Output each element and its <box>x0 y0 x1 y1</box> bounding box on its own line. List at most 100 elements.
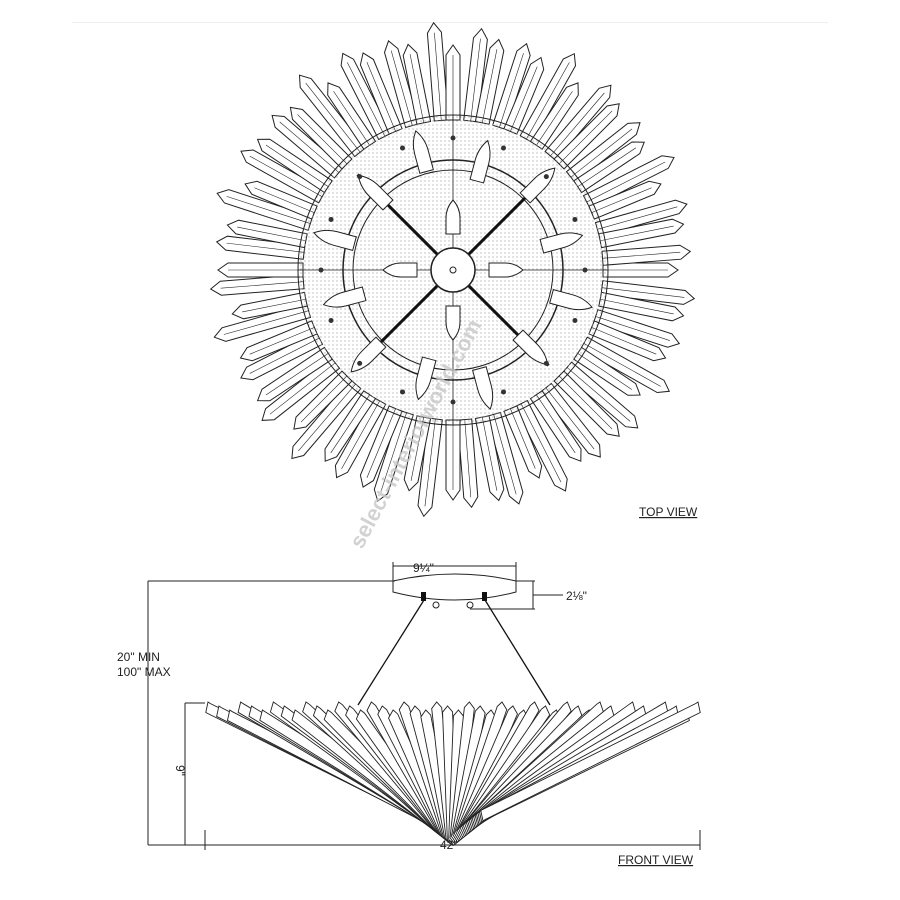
crystal-facet <box>510 66 538 132</box>
crystal-facet <box>380 412 407 492</box>
crystal-facet <box>223 310 309 335</box>
cable-clamp <box>421 592 426 601</box>
crystal-facet <box>510 408 536 469</box>
crystal-facet <box>499 53 524 128</box>
canopy-height-label: 2⅛" <box>566 589 587 603</box>
crystal-facet <box>297 114 348 165</box>
crystal-facet <box>464 419 472 498</box>
bulb-icon <box>472 366 494 410</box>
front-view-label: FRONT VIEW <box>618 853 694 867</box>
bulb-icon <box>415 356 437 401</box>
fastener <box>450 135 456 141</box>
crystal-facet <box>545 387 595 450</box>
crystal-facet <box>410 417 425 481</box>
crystal-facet <box>600 298 674 315</box>
crystal-facet <box>366 408 396 478</box>
crystal-facet <box>520 403 562 483</box>
crystal-facet <box>279 121 340 173</box>
candle-bulb <box>445 305 461 341</box>
top-view <box>209 21 696 518</box>
dimension-lines <box>147 562 701 850</box>
fastener <box>399 389 405 395</box>
bulb-icon <box>445 305 461 341</box>
crystal-facet <box>347 62 386 137</box>
bulb-icon <box>382 262 418 278</box>
cable-clamp <box>482 592 487 601</box>
candle-bulb <box>549 289 593 311</box>
crystal-facet <box>390 50 413 126</box>
crystal-facet <box>570 128 633 178</box>
crystal-facet <box>254 187 315 213</box>
top-view-label: TOP VIEW <box>639 505 698 519</box>
crystal-facet <box>249 337 320 374</box>
fixture-height-label: 9" <box>173 765 187 776</box>
divider <box>72 22 828 23</box>
bulb-icon <box>469 139 491 184</box>
crystal-facet <box>265 144 329 187</box>
fastener <box>572 318 578 324</box>
candle-bulb <box>469 139 491 184</box>
crystal-facet <box>600 225 674 242</box>
hub-screw <box>449 266 457 274</box>
crystal-facet <box>583 343 661 387</box>
candle-bulb <box>472 366 494 410</box>
crystal-facet <box>595 316 670 341</box>
crystal <box>457 418 479 509</box>
crystal-facet <box>265 353 329 396</box>
screw <box>432 601 440 609</box>
crystal-facet <box>591 187 652 213</box>
crystal-facet <box>536 394 576 454</box>
crystal-facet <box>305 82 361 153</box>
fastener <box>450 399 456 405</box>
crystal-facet <box>526 62 570 140</box>
candle-bulb <box>322 286 367 308</box>
crystal-facet <box>601 287 685 298</box>
crystal-facet <box>550 92 605 157</box>
crystal-facet <box>481 49 498 123</box>
crystal-facet <box>424 418 436 507</box>
crystal-facet <box>602 251 681 259</box>
fastener <box>328 318 334 324</box>
height-max-label: 100" MAX <box>117 665 171 679</box>
candle-bulb <box>415 356 437 401</box>
crystal-facet <box>493 414 517 495</box>
fastener <box>501 145 507 151</box>
candle-bulb <box>313 229 357 251</box>
crystal-facet <box>226 196 311 224</box>
front-view <box>205 573 701 847</box>
crystal-facet <box>330 394 370 454</box>
crystal-facet <box>269 362 336 415</box>
crystal-facet <box>586 161 666 203</box>
fastener <box>318 267 324 273</box>
suspension-cable <box>484 599 551 706</box>
fastener <box>501 389 507 395</box>
height-min-label: 20" MIN <box>117 650 160 664</box>
crystal <box>426 21 449 122</box>
fastener <box>582 267 588 273</box>
canopy-width-label: 9¼" <box>413 561 434 575</box>
bulb-icon <box>445 199 461 235</box>
crystal-facet <box>220 281 304 289</box>
crystal-facet <box>470 38 481 122</box>
fixture-width-label: 42" <box>440 838 458 852</box>
fastener <box>357 174 363 180</box>
fastener <box>357 360 363 366</box>
fastener <box>399 145 405 151</box>
crystal-facet <box>298 383 356 452</box>
crystal-facet <box>333 91 370 146</box>
fastener <box>572 216 578 222</box>
candle-bulb <box>382 262 418 278</box>
crystal <box>480 701 701 822</box>
fastener <box>543 174 549 180</box>
crystal-facet <box>577 353 632 390</box>
crystal-facet <box>566 367 631 422</box>
crystal-facet <box>249 327 315 355</box>
crystal <box>209 274 305 296</box>
crystal-facet <box>300 375 348 423</box>
candle-bulb <box>412 130 434 174</box>
suspension-cable <box>357 599 425 706</box>
screw <box>466 601 474 609</box>
crystal-facet <box>366 62 396 132</box>
